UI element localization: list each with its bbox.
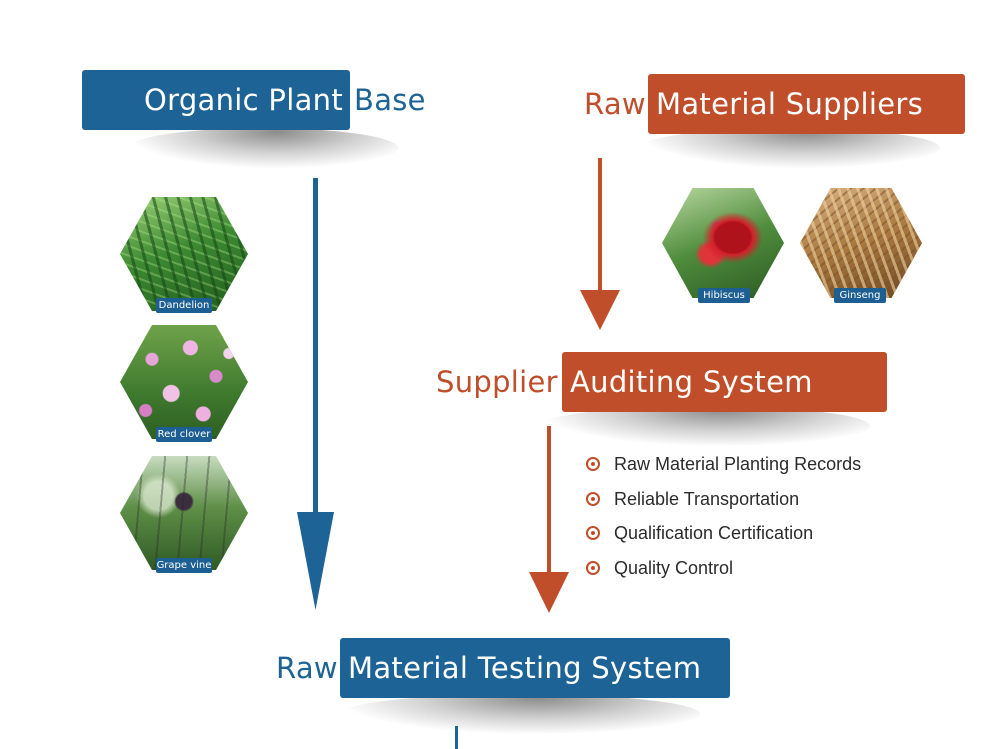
banner-shadow bbox=[640, 128, 940, 168]
banner-text-secondary: Material Testing System bbox=[348, 651, 702, 685]
red-clover-label: Red clover bbox=[156, 427, 212, 442]
list-item: Raw Material Planting Records bbox=[586, 452, 861, 487]
list-item-text: Reliable Transportation bbox=[614, 488, 800, 509]
banner-box bbox=[340, 638, 730, 698]
list-item-text: Raw Material Planting Records bbox=[614, 454, 862, 474]
list-item-text: Qualification Certification bbox=[614, 523, 814, 543]
orange-arrow-down bbox=[580, 158, 620, 330]
banner-text-primary: Raw bbox=[584, 87, 646, 121]
blue-arrow-down bbox=[297, 178, 334, 610]
bullet-icon bbox=[586, 457, 600, 471]
banner-text-secondary: Auditing System bbox=[570, 365, 813, 399]
raw-material-testing-system-banner: Raw Material Testing System bbox=[274, 638, 732, 698]
bullet-icon bbox=[586, 491, 600, 506]
audit-items-list: Raw Material Planting Records Reliable T… bbox=[586, 452, 861, 590]
list-item-text: Quality Control bbox=[614, 557, 734, 578]
banner-shadow bbox=[128, 128, 398, 168]
raw-material-suppliers-banner: Raw Material Suppliers bbox=[582, 74, 966, 134]
banner-text-primary: Organic Plant bbox=[144, 83, 343, 117]
hibiscus-label: Hibiscus bbox=[698, 288, 750, 303]
orange-arrow-down bbox=[529, 426, 569, 613]
banner-text-primary: Supplier bbox=[436, 365, 558, 399]
grape-vine-label: Grape vine bbox=[156, 558, 212, 573]
banner-shadow bbox=[340, 694, 700, 734]
list-item: Reliable Transportation bbox=[586, 487, 861, 522]
banner-text-secondary: Material Suppliers bbox=[656, 87, 924, 121]
blue-line-stub bbox=[455, 726, 458, 749]
banner-box bbox=[562, 352, 887, 412]
list-item: Quality Control bbox=[586, 556, 861, 591]
list-item: Qualification Certification bbox=[586, 521, 861, 556]
supplier-auditing-system-banner: Supplier Auditing System bbox=[434, 352, 888, 412]
banner-shadow bbox=[540, 406, 870, 446]
bullet-icon bbox=[586, 560, 600, 575]
dandelion-label: Dandelion bbox=[156, 298, 212, 313]
organic-plant-base-banner: Organic Plant Base bbox=[82, 70, 432, 130]
bullet-icon bbox=[586, 526, 600, 540]
banner-text-primary: Raw bbox=[276, 651, 338, 685]
banner-box bbox=[82, 70, 350, 130]
banner-text-secondary: Base bbox=[354, 83, 426, 117]
banner-box bbox=[648, 74, 965, 134]
ginseng-label: Ginseng bbox=[834, 288, 886, 303]
